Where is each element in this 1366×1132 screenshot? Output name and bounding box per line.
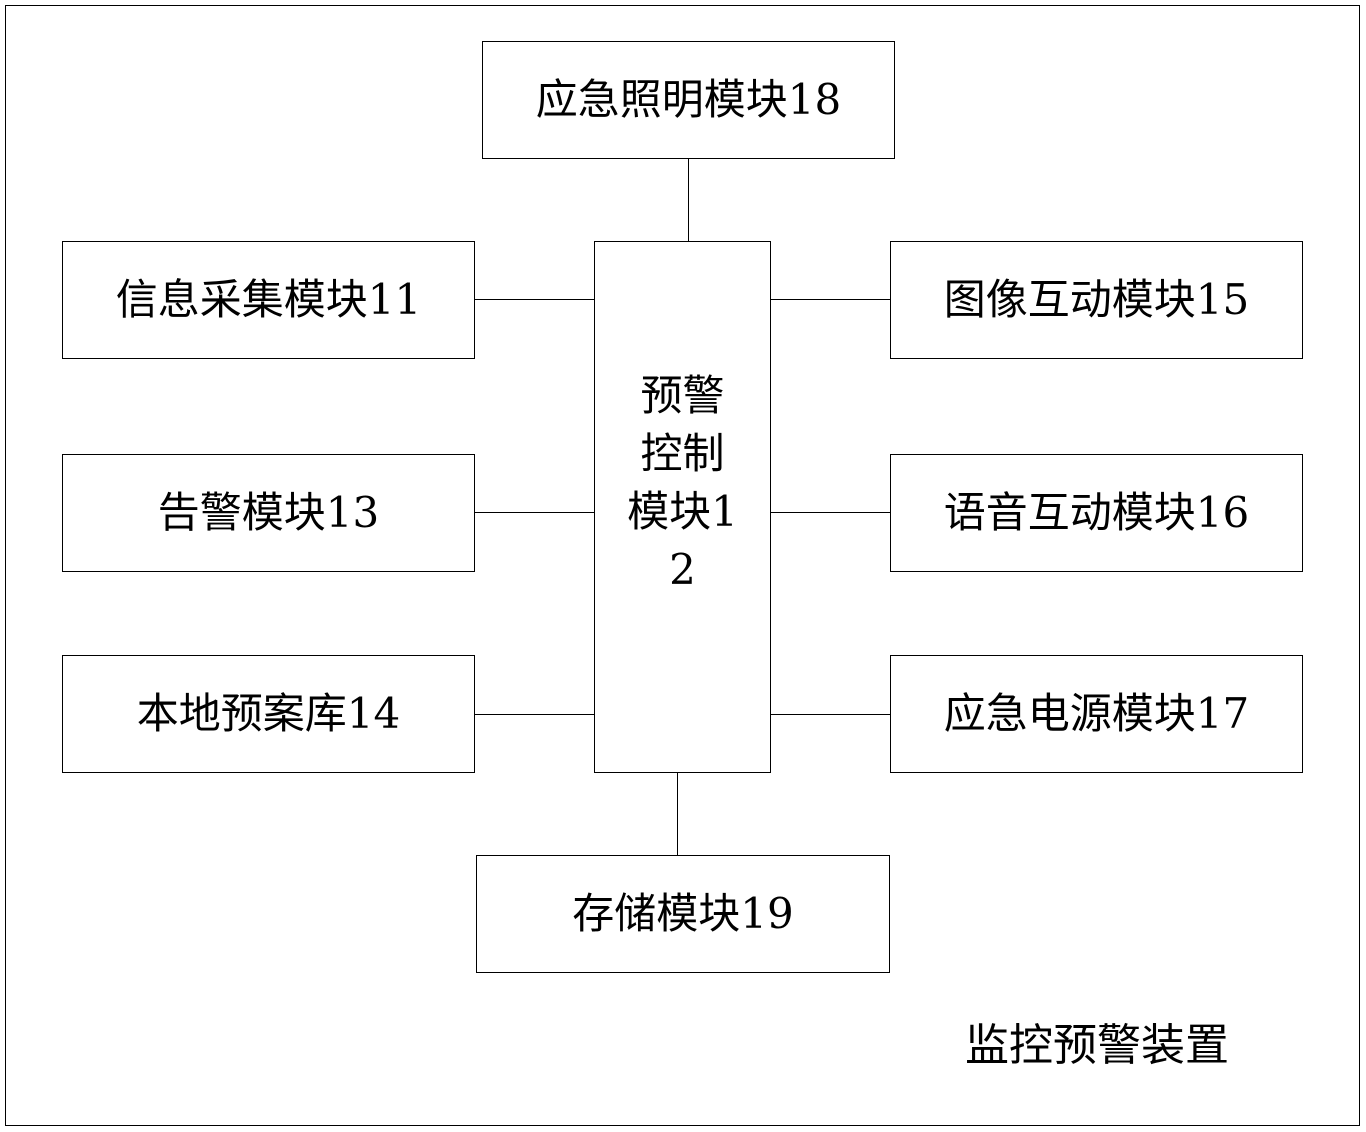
module-info-collection: 信息采集模块11 bbox=[62, 241, 475, 359]
connector-left-3 bbox=[474, 714, 595, 715]
connector-left-1 bbox=[474, 299, 595, 300]
module-emergency-lighting: 应急照明模块18 bbox=[482, 41, 895, 159]
module-image-interaction: 图像互动模块15 bbox=[890, 241, 1303, 359]
module-label: 告警模块13 bbox=[157, 488, 380, 537]
module-storage: 存储模块19 bbox=[476, 855, 890, 973]
module-warning-control: 预警控制模块12 bbox=[594, 241, 771, 773]
module-label: 图像互动模块15 bbox=[943, 275, 1250, 324]
module-local-plan-library: 本地预案库14 bbox=[62, 655, 475, 773]
connector-top bbox=[688, 159, 689, 242]
connector-right-1 bbox=[770, 299, 891, 300]
module-label: 本地预案库14 bbox=[136, 689, 401, 738]
connector-left-2 bbox=[474, 512, 595, 513]
diagram-caption: 监控预警装置 bbox=[965, 1020, 1229, 1071]
connector-right-3 bbox=[770, 714, 891, 715]
module-voice-interaction: 语音互动模块16 bbox=[890, 454, 1303, 572]
connector-bottom bbox=[677, 772, 678, 856]
module-label: 语音互动模块16 bbox=[943, 488, 1250, 537]
module-label: 应急电源模块17 bbox=[943, 689, 1250, 738]
module-alarm: 告警模块13 bbox=[62, 454, 475, 572]
module-label: 预警控制模块12 bbox=[627, 371, 738, 594]
connector-right-2 bbox=[770, 512, 891, 513]
module-label: 应急照明模块18 bbox=[535, 75, 842, 124]
device-frame bbox=[5, 5, 1360, 1126]
module-label: 信息采集模块11 bbox=[115, 275, 422, 324]
module-label: 存储模块19 bbox=[572, 889, 794, 938]
module-emergency-power: 应急电源模块17 bbox=[890, 655, 1303, 773]
